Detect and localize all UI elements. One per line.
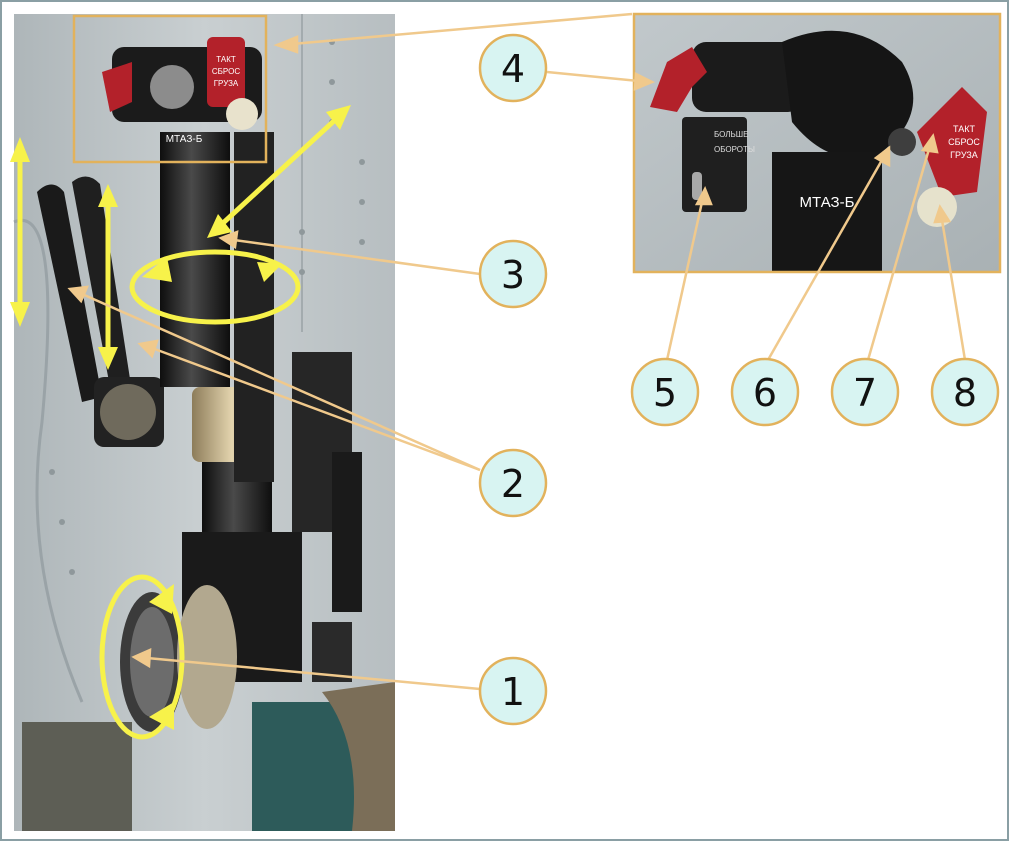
wheel-rotation-ellipse bbox=[99, 574, 185, 740]
stick-grip: ТАКТ СБРОС ГРУЗА МТАЗ-Б bbox=[102, 37, 262, 145]
main-lever-text-2: СБРОС bbox=[212, 67, 240, 76]
inset-lever-text-1: ТАКТ bbox=[953, 124, 975, 134]
leader-lines bbox=[67, 70, 967, 691]
rotation-arrowhead-right bbox=[257, 262, 282, 282]
callout-3: 3 bbox=[478, 239, 548, 309]
inset-lever-text-2: СБРОС bbox=[948, 137, 980, 147]
callout-5: 5 bbox=[630, 357, 700, 427]
diagonal-travel-arrow bbox=[207, 105, 351, 238]
switch-plate-text-2: ОБОРОТЫ bbox=[714, 145, 755, 154]
wheel-arrowhead-top bbox=[149, 584, 174, 614]
callout-2-label: 2 bbox=[501, 462, 525, 506]
callout-4-label: 4 bbox=[501, 47, 525, 91]
main-photo: ТАКТ СБРОС ГРУЗА МТАЗ-Б bbox=[13, 14, 395, 831]
callout-2: 2 bbox=[478, 448, 548, 518]
motion-arrows bbox=[10, 105, 351, 740]
rotation-arrowhead-left bbox=[142, 257, 172, 282]
callout-1-label: 1 bbox=[501, 670, 525, 714]
detail-highlight-box bbox=[72, 14, 268, 164]
handwheel bbox=[120, 585, 352, 732]
wheel-arrowhead-bottom bbox=[149, 702, 174, 730]
callout-7: 7 bbox=[830, 357, 900, 427]
callouts: 1 2 3 4 5 6 7 8 bbox=[478, 33, 1000, 726]
vertical-travel-arrow-1 bbox=[10, 137, 30, 327]
column-rotation-ellipse bbox=[129, 249, 301, 325]
collective-levers bbox=[37, 176, 164, 447]
callout-6-label: 6 bbox=[753, 371, 777, 415]
inset-connector bbox=[273, 12, 633, 54]
callout-7-label: 7 bbox=[853, 371, 877, 415]
callout-8: 8 bbox=[930, 357, 1000, 427]
inset-stencil-label: МТАЗ-Б bbox=[800, 194, 855, 211]
callout-5-label: 5 bbox=[653, 371, 677, 415]
callout-8-label: 8 bbox=[953, 371, 977, 415]
main-lever-text-3: ГРУЗА bbox=[214, 79, 239, 88]
callout-1: 1 bbox=[478, 656, 548, 726]
switch-plate-text-1: БОЛЬШЕ bbox=[714, 130, 748, 139]
vertical-travel-arrow-2 bbox=[98, 184, 118, 370]
main-stencil-label: МТАЗ-Б bbox=[166, 134, 203, 145]
inset-lever-text-3: ГРУЗА bbox=[950, 150, 978, 160]
callout-6: 6 bbox=[730, 357, 800, 427]
callout-4: 4 bbox=[478, 33, 548, 103]
callout-3-label: 3 bbox=[501, 253, 525, 297]
main-lever-text-1: ТАКТ bbox=[216, 55, 236, 64]
